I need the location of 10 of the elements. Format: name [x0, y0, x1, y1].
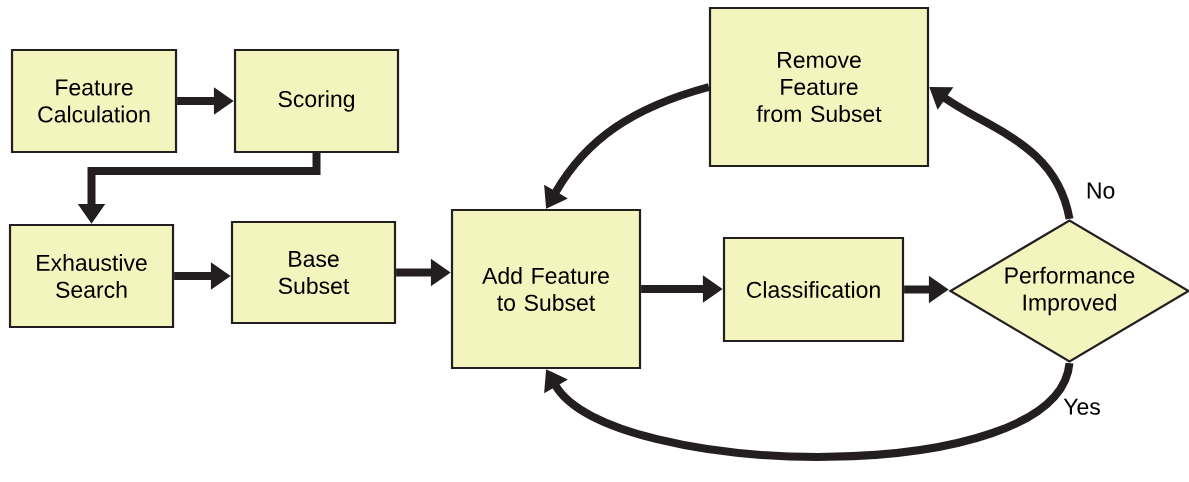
process-box: Remove Feature from Subset: [708, 6, 930, 168]
process-box: Classification: [722, 236, 905, 343]
arrow: [544, 361, 1074, 461]
edge-label: Yes: [1061, 396, 1103, 417]
process-box: Scoring: [233, 48, 400, 154]
process-box: Base Subset: [230, 220, 397, 325]
process-box: Exhaustive Search: [8, 223, 175, 329]
process-box: Add Feature to Subset: [450, 208, 642, 370]
process-box: Feature Calculation: [10, 48, 178, 154]
edge-label: No: [1083, 180, 1118, 201]
